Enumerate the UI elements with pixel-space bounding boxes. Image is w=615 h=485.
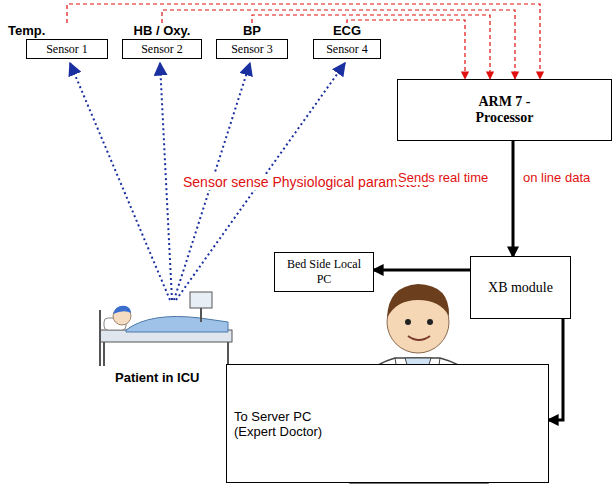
sensor-heading: ECG <box>313 23 381 39</box>
transfer-arrow <box>549 319 563 420</box>
sensor-heading: HB / Oxy. <box>122 23 202 39</box>
patient-illustration <box>100 292 232 366</box>
sensor-box: Sensor 1 <box>26 39 108 59</box>
sensor-name: Sensor 2 <box>141 42 183 56</box>
sensor-node: Temp. Sensor 1 <box>8 23 108 59</box>
local-pc-box: Bed Side Local PC <box>274 252 374 292</box>
sensor-heading: Temp. <box>8 23 108 39</box>
sensor-node: HB / Oxy. Sensor 2 <box>122 23 202 59</box>
drawing-part <box>190 292 212 308</box>
drawing-part <box>70 63 170 300</box>
transfer-arrow <box>512 141 515 256</box>
server-pc-box: To Server PC (Expert Doctor) <box>226 364 549 483</box>
drawing-part <box>103 342 105 366</box>
sensing-label: Sensor sense Physiological parameters <box>181 174 431 190</box>
box-text: XB module <box>488 280 553 296</box>
box-text: ARM 7 - Processor <box>466 94 544 126</box>
xbee-module-box: XB module <box>470 256 571 319</box>
sensor-box: Sensor 2 <box>122 39 202 59</box>
data-link-arrow <box>67 4 540 79</box>
drawing-part <box>126 317 228 333</box>
data-label: on line data <box>521 170 592 185</box>
data-link-arrow <box>162 10 515 79</box>
sensor-name: Sensor 1 <box>46 42 88 56</box>
drawing-part <box>387 284 449 318</box>
box-text: To Server PC (Expert Doctor) <box>234 409 334 439</box>
sensor-name: Sensor 4 <box>326 42 368 56</box>
sensor-node: BP Sensor 3 <box>216 23 288 59</box>
drawing-part <box>405 319 411 325</box>
sensor-box: Sensor 4 <box>313 39 381 59</box>
box-label: To Server PC (Expert Doctor) <box>234 409 334 439</box>
drawing-part <box>227 342 229 366</box>
sensor-node: ECG Sensor 4 <box>313 23 381 59</box>
drawing-part <box>99 310 101 366</box>
transfer-arrow <box>374 269 470 272</box>
box-label: Bed Side Local PC <box>281 257 367 287</box>
drawing-part <box>160 63 172 300</box>
drawing-part <box>113 306 131 314</box>
drawing-part <box>408 336 430 340</box>
sensor-name: Sensor 3 <box>231 42 273 56</box>
processor-box: ARM 7 - Processor <box>397 79 612 141</box>
drawing-part <box>200 308 202 322</box>
sensor-box: Sensor 3 <box>216 39 288 59</box>
box-text: Bed Side Local PC <box>281 257 367 287</box>
data-label: Sends real time <box>396 170 490 185</box>
patient-label: Patient in ICU <box>113 370 202 385</box>
drawing-part <box>427 319 433 325</box>
sensor-heading: BP <box>216 23 288 39</box>
box-label: XB module <box>488 280 553 296</box>
box-label: ARM 7 - Processor <box>466 94 544 126</box>
